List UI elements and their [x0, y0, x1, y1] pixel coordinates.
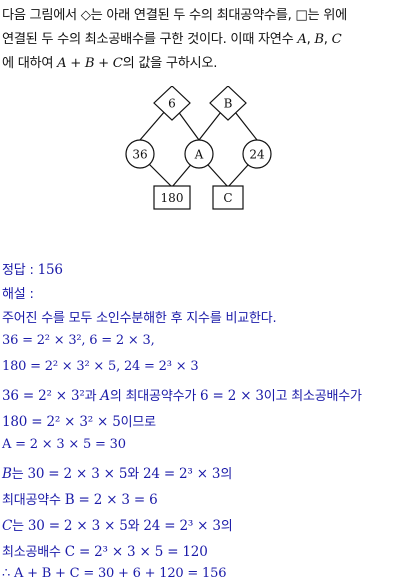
solution-line-9: C는 30 = 2 × 3 × 5와 24 = 2³ × 3의 [2, 515, 398, 534]
var-a: A [100, 388, 110, 404]
circle-mid-label: A [194, 148, 204, 162]
expr: 24 = 2³ × 3 [143, 518, 221, 534]
var-c: C [2, 518, 13, 534]
circle-left [125, 139, 155, 169]
solution-line-2: 36 = 2² × 3², 6 = 2 × 3, [2, 333, 155, 348]
text: 의 [220, 467, 233, 482]
box-right-label: C [223, 191, 232, 205]
text: 의 최대공약수가 [109, 389, 201, 404]
comma: , [323, 32, 332, 47]
question-line-3-text: 에 대하여 [2, 56, 58, 71]
text: 최소공배수 [2, 545, 65, 560]
expr: 180 = 2² × 3² × 5 [2, 414, 121, 430]
circle-right-label: 24 [249, 148, 265, 162]
text: 와 [127, 519, 144, 534]
expr: 30 = 2 × 3 × 5 [27, 518, 128, 534]
var-b: B [314, 32, 324, 47]
question-line-2: 연결된 두 수의 최소공배수를 구한 것이다. 이때 자연수 A, B, C [2, 28, 398, 52]
solution-line-6: A = 2 × 3 × 5 = 30 [2, 437, 126, 452]
text: 와 [127, 467, 143, 482]
text: 는 [11, 467, 28, 482]
var-a: A [297, 32, 307, 47]
solution-line-5: 180 = 2² × 3² × 5이므로 [2, 411, 398, 430]
expr: 36 = 2² × 3² [2, 388, 85, 404]
question-line-2-text: 연결된 두 수의 최소공배수를 구한 것이다. 이때 자연수 [2, 32, 298, 47]
expr: B = 2 × 3 = 6 [64, 492, 158, 508]
text: 이고 최소공배수가 [263, 389, 362, 404]
solution-line-10: 최소공배수 C = 2³ × 3 × 5 = 120 [2, 541, 398, 560]
expr: C = 2³ × 3 × 5 = 120 [64, 544, 208, 560]
solution-line-1: 주어진 수를 모두 소인수분해한 후 지수를 비교한다. [2, 311, 277, 326]
box-right [212, 185, 244, 210]
gcd-lcm-diagram: 6 B 36 A 24 180 C [125, 86, 272, 210]
text: 이므로 [120, 415, 156, 430]
diamond-right [209, 86, 247, 121]
question-text: 다음 그림에서 ◇는 아래 연결된 두 수의 최대공약수를, □는 위에 연결된… [2, 4, 398, 76]
circle-mid [184, 139, 214, 169]
question-line-3: 에 대하여 A + B + C의 값을 구하시오. [2, 52, 398, 76]
question-line-1: 다음 그림에서 ◇는 아래 연결된 두 수의 최대공약수를, □는 위에 [2, 8, 347, 23]
answer-line: 정답 : 156 [2, 259, 398, 278]
box-left [153, 185, 191, 210]
expr: 24 = 2³ × 3 [142, 466, 221, 482]
solution-line-8: 최대공약수 B = 2 × 3 = 6 [2, 489, 398, 508]
diamond-right-label: B [224, 97, 233, 111]
expr: 30 = 2 × 3 × 5 [27, 466, 128, 482]
circle-right [242, 139, 272, 169]
text: 최대공약수 [2, 493, 65, 508]
circle-left-label: 36 [132, 148, 147, 162]
answer-value: 156 [37, 262, 63, 278]
diamond-left-label: 6 [168, 97, 176, 111]
solution-line-7: B는 30 = 2 × 3 × 5와 24 = 2³ × 3의 [2, 463, 398, 482]
solution-line-3: 180 = 2² × 3² × 5, 24 = 2³ × 3 [2, 359, 199, 374]
comma: , [306, 32, 315, 47]
answer-label: 정답 : [2, 263, 38, 278]
text: 의 [220, 519, 233, 534]
var-b: B [2, 466, 12, 482]
diamond-left [153, 86, 191, 121]
expr: 6 = 2 × 3 [200, 388, 264, 404]
sum-expression: A + B + C [57, 56, 123, 71]
question-line-3-end: 의 값을 구하시오. [122, 56, 218, 71]
text: 과 [84, 389, 101, 404]
solution-line-11: ∴ A + B + C = 30 + 6 + 120 = 156 [2, 566, 227, 581]
solution-line-4: 36 = 2² × 3²과 A의 최대공약수가 6 = 2 × 3이고 최소공배… [2, 385, 398, 404]
explanation-label: 해설 : [2, 287, 34, 302]
var-c: C [331, 32, 342, 47]
box-left-label: 180 [161, 191, 184, 205]
text: 는 [12, 519, 28, 534]
